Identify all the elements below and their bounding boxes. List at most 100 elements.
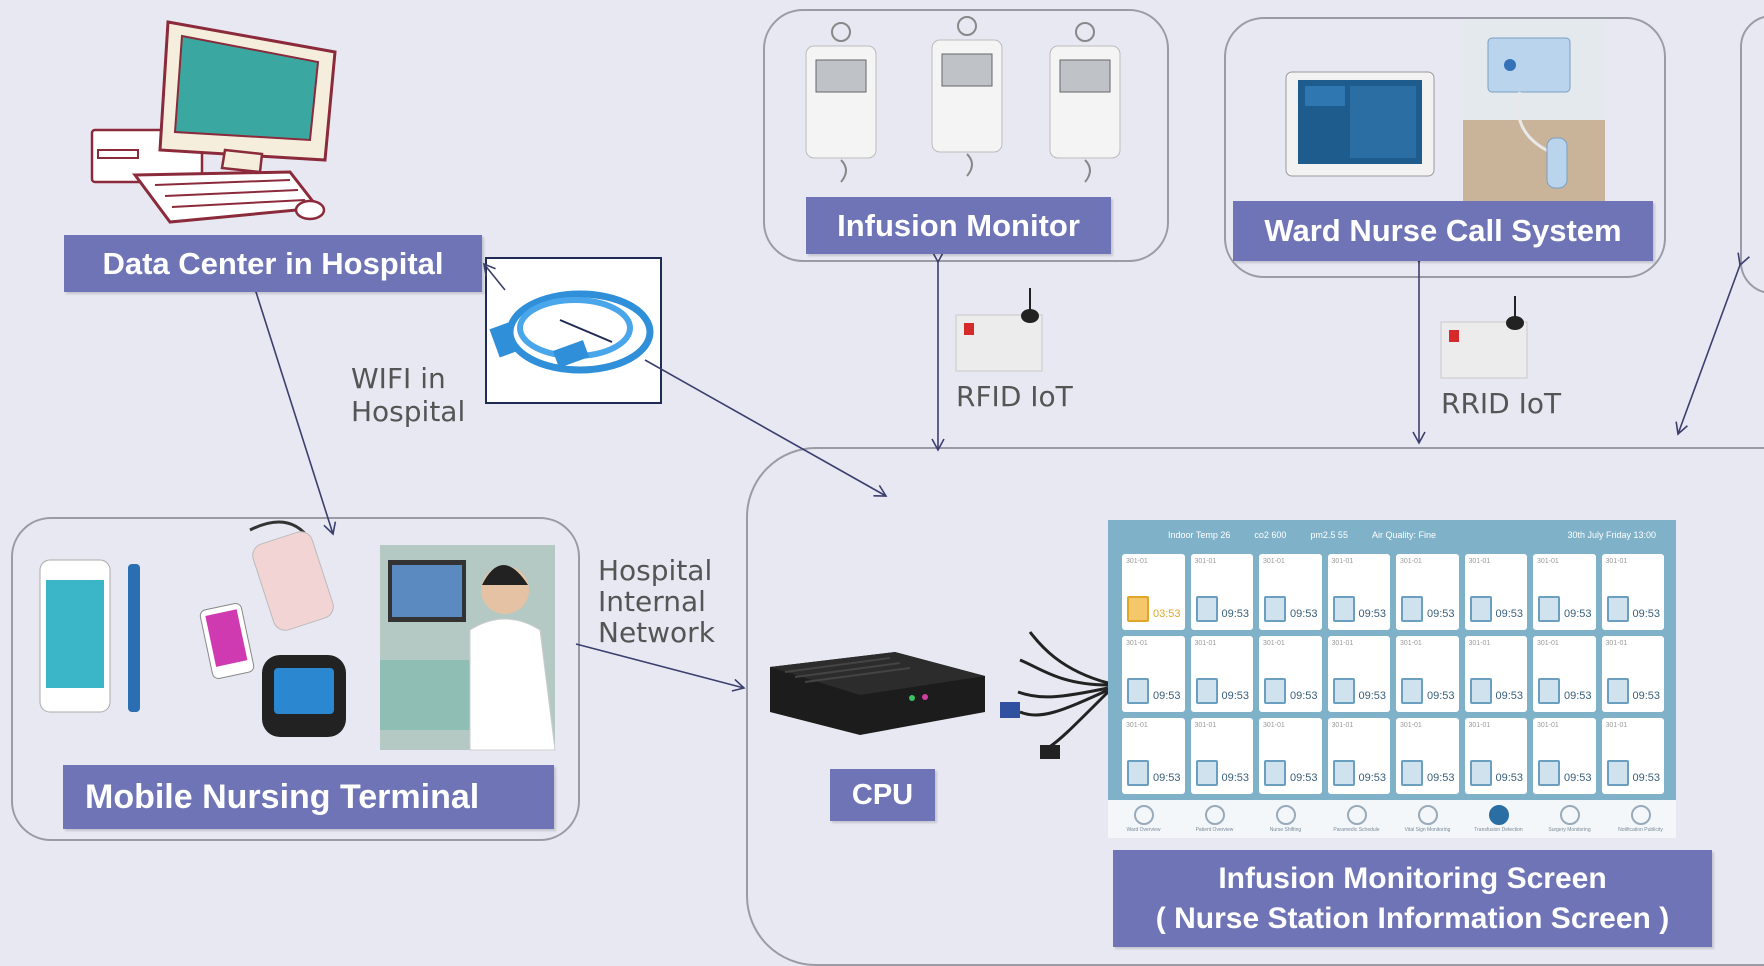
bed-cell[interactable]: 301-01 09:53 xyxy=(1122,718,1185,794)
bed-cell[interactable]: 301-01 09:53 xyxy=(1464,718,1527,794)
network-label-line2: Internal xyxy=(598,585,706,618)
screen-tab[interactable]: Nurse Shifting xyxy=(1250,800,1321,838)
screen-tab[interactable]: Vital Sign Monitoring xyxy=(1392,800,1463,838)
tab-icon xyxy=(1346,805,1367,825)
nurse-call-panel xyxy=(1224,17,1666,278)
bed-time: 09:53 xyxy=(1289,608,1318,620)
network-label: Hospital Internal Network xyxy=(598,555,715,648)
bed-time: 09:53 xyxy=(1152,772,1181,784)
bed-time: 09:53 xyxy=(1632,690,1660,702)
rfid-reader-icon xyxy=(955,288,1043,372)
bed-cell[interactable]: 301-01 09:53 xyxy=(1601,718,1664,794)
drip-icon xyxy=(1606,678,1629,704)
drip-icon xyxy=(1127,760,1149,786)
tab-label: Ward Overview xyxy=(1126,827,1161,833)
bed-room: 301-01 xyxy=(1605,722,1628,729)
bed-room: 301-01 xyxy=(1468,722,1491,729)
bed-time: 09:53 xyxy=(1358,608,1386,620)
bed-time: 09:53 xyxy=(1632,608,1660,620)
screen-tab[interactable]: Surgery Monitoring xyxy=(1534,800,1605,838)
tab-icon xyxy=(1204,805,1225,825)
bed-cell[interactable]: 301-01 09:53 xyxy=(1533,636,1596,712)
mobile-device-icons xyxy=(39,520,346,737)
infusion-monitor-label: Infusion Monitor xyxy=(806,197,1111,254)
bed-room: 301-01 xyxy=(1126,640,1148,647)
bed-cell[interactable]: 301-01 09:53 xyxy=(1601,636,1664,712)
wifi-label-line1: WIFI in xyxy=(351,362,446,395)
infusion-monitor-panel xyxy=(763,9,1169,262)
drip-icon xyxy=(1538,678,1560,704)
screen-label-line2: ( Nurse Station Information Screen ) xyxy=(1155,901,1670,935)
bed-room: 301-01 xyxy=(1331,640,1354,647)
screen-date: 30th July Friday 13:00 xyxy=(1567,530,1656,540)
bed-time: 09:53 xyxy=(1426,608,1455,620)
rrid-reader-icon xyxy=(1440,296,1528,379)
bed-room: 301-01 xyxy=(1400,640,1422,647)
bed-cell[interactable]: 301-01 09:53 xyxy=(1396,554,1459,630)
drip-icon xyxy=(1127,596,1149,622)
drip-icon xyxy=(1606,760,1629,786)
bed-time: 09:53 xyxy=(1358,772,1386,784)
screen-tab[interactable]: Ward Overview xyxy=(1108,800,1179,838)
bed-time: 09:53 xyxy=(1632,772,1660,784)
rfid-label: RFID IoT xyxy=(956,380,1073,413)
tab-label: Paramedic Schedule xyxy=(1333,827,1380,833)
cable-bundle-icon xyxy=(1000,631,1110,759)
bed-room: 301-01 xyxy=(1537,722,1559,729)
bed-room: 301-01 xyxy=(1400,558,1422,565)
wifi-label: WIFI in Hospital xyxy=(351,362,465,428)
tab-label: Surgery Monitoring xyxy=(1548,827,1591,833)
bed-time: 09:53 xyxy=(1495,690,1523,702)
bed-time: 09:53 xyxy=(1358,690,1386,702)
screen-tab[interactable]: Paramedic Schedule xyxy=(1321,800,1392,838)
tab-icon xyxy=(1488,805,1509,825)
bed-room: 301-01 xyxy=(1263,640,1285,647)
bed-time: 09:53 xyxy=(1426,772,1455,784)
nurse-photo xyxy=(380,545,556,751)
bed-time: 09:53 xyxy=(1563,690,1592,702)
bed-room: 301-01 xyxy=(1537,640,1559,647)
bed-time: 09:53 xyxy=(1495,772,1523,784)
bed-cell[interactable]: 301-01 09:53 xyxy=(1327,636,1390,712)
bed-room: 301-01 xyxy=(1263,722,1285,729)
tab-icon xyxy=(1417,805,1438,825)
bed-time: 03:53 xyxy=(1152,608,1181,620)
bed-room: 301-01 xyxy=(1194,722,1217,729)
screen-label-line1: Infusion Monitoring Screen xyxy=(1218,861,1607,895)
drip-icon xyxy=(1332,760,1355,786)
screen-tab[interactable]: Notification Publicity xyxy=(1605,800,1676,838)
drip-icon xyxy=(1469,760,1492,786)
data-center-label: Data Center in Hospital xyxy=(64,235,482,292)
drip-icon xyxy=(1401,596,1423,622)
drip-icon xyxy=(1606,596,1629,622)
tab-icon xyxy=(1630,805,1651,825)
bed-time: 09:53 xyxy=(1152,690,1181,702)
screen-tab[interactable]: Patient Overview xyxy=(1179,800,1250,838)
drip-icon xyxy=(1401,678,1423,704)
screen-temp: Indoor Temp 26 xyxy=(1168,530,1231,540)
bed-cell[interactable]: 301-01 09:53 xyxy=(1122,636,1185,712)
screen-air: Air Quality: Fine xyxy=(1371,530,1436,540)
bed-room: 301-01 xyxy=(1537,558,1559,565)
drip-icon xyxy=(1195,760,1218,786)
bed-room: 301-01 xyxy=(1126,722,1148,729)
bed-room: 301-01 xyxy=(1605,640,1628,647)
screen-tab[interactable]: Transfusion Detection xyxy=(1463,800,1534,838)
tab-icon xyxy=(1559,805,1580,825)
